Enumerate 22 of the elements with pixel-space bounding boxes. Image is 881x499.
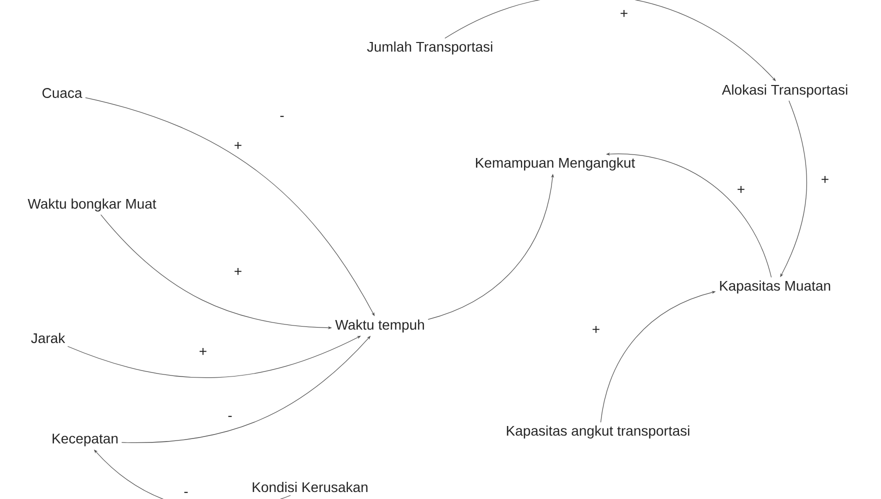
variable-label: Jarak <box>31 332 66 344</box>
polarity-sign: + <box>232 266 244 278</box>
polarity-sign: + <box>820 174 830 186</box>
variable-label: Kapasitas angkut transportasi <box>506 425 690 439</box>
arrow <box>67 336 361 378</box>
polarity-sign: - <box>182 490 190 498</box>
variable-label: Waktu tempuh <box>335 319 424 333</box>
polarity-sign: + <box>198 346 208 358</box>
polarity-sign: + <box>736 184 746 196</box>
variable-label: Kapasitas Muatan <box>720 280 830 294</box>
variable-label: Kemampuan Mengangkut <box>476 157 636 171</box>
variable-label: Alokasi Transportasi <box>722 84 848 98</box>
variable-label: Kecepatan <box>52 434 118 446</box>
polarity-sign: + <box>232 140 244 152</box>
variable-label: Cuaca <box>42 88 82 98</box>
polarity-sign: + <box>590 324 602 336</box>
variable-label: Jumlah Transportasi <box>367 41 492 55</box>
variable-label: Kondisi Kerusakan <box>252 482 368 492</box>
variable-label: Waktu bongkar Muat <box>28 198 156 212</box>
polarity-sign: - <box>280 116 284 117</box>
polarity-sign: - <box>226 414 234 422</box>
polarity-sign: + <box>618 8 630 20</box>
